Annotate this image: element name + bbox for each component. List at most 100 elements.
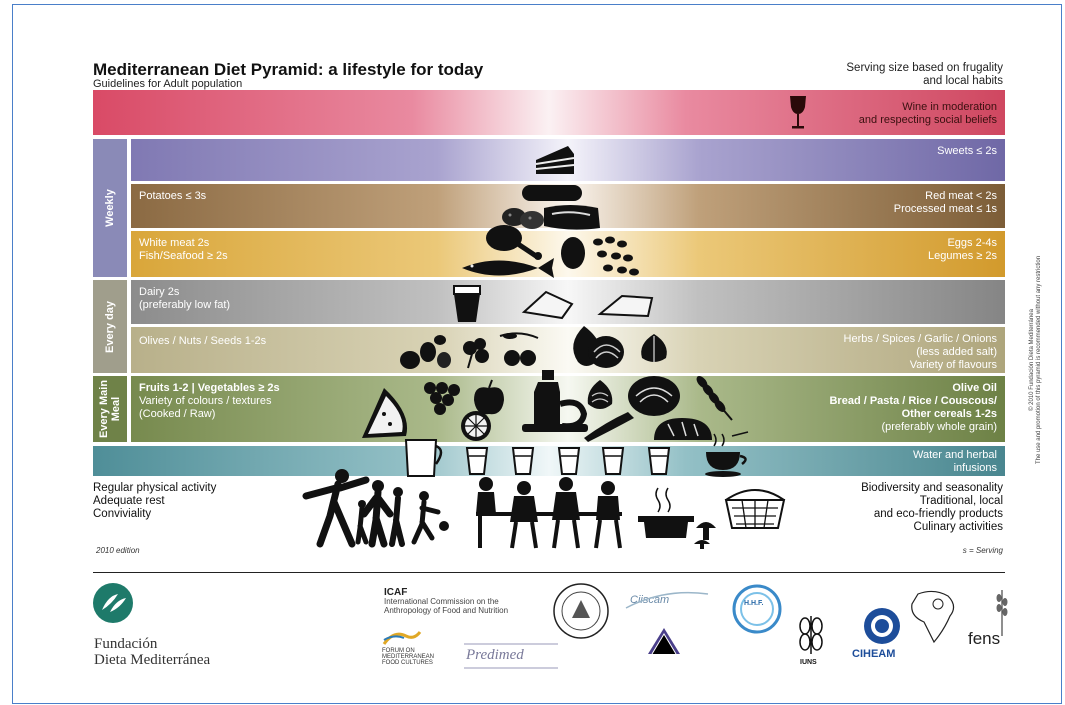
predimed-line-icon bbox=[464, 643, 558, 669]
olives-text: Olives / Nuts / Seeds 1-2s bbox=[139, 335, 267, 347]
artichoke-icon bbox=[587, 380, 613, 409]
oil-bottle-icon bbox=[522, 370, 588, 432]
nuts-icon bbox=[400, 335, 451, 369]
chicken-leg-icon bbox=[486, 225, 542, 260]
forum-line: FOOD CULTURES bbox=[382, 660, 433, 666]
cereals-line: Bread / Pasta / Rice / Couscous/ bbox=[829, 395, 997, 407]
wine-text: Wine in moderation and respecting social… bbox=[859, 101, 997, 127]
wine-line: Wine in moderation bbox=[902, 101, 997, 113]
copyright-line: The use and promotion of this pyramid is… bbox=[1036, 255, 1042, 465]
wine-line: and respecting social beliefs bbox=[858, 114, 997, 126]
olives-herbs-band: Olives / Nuts / Seeds 1-2s Herbs / Spice… bbox=[131, 327, 1005, 373]
poster-subtitle: Guidelines for Adult population bbox=[93, 78, 243, 90]
lifestyle-line: Culinary activities bbox=[913, 521, 1003, 533]
wheat-icon bbox=[696, 376, 733, 421]
processed-meat-line: Processed meat ≤ 1s bbox=[893, 203, 997, 215]
dairy-line: Dairy 2s bbox=[139, 286, 180, 298]
forum-line: MEDITERRANEAN bbox=[382, 654, 435, 660]
sausage-icon bbox=[522, 185, 582, 201]
footer-divider bbox=[93, 572, 1005, 573]
herbs-line: Variety of flavours bbox=[909, 359, 997, 371]
iuns-logo-text: IUNS bbox=[800, 659, 817, 666]
steak-icon bbox=[544, 205, 600, 230]
cereals-line: Other cereals 1-2s bbox=[901, 408, 997, 420]
herbs-line: (less added salt) bbox=[916, 346, 997, 358]
fdm-logo-icon bbox=[93, 583, 133, 623]
bread-icon bbox=[654, 418, 712, 440]
cheese-icon bbox=[597, 294, 654, 318]
fdm-logo-text: Fundación Dieta Mediterránea bbox=[94, 636, 210, 668]
water-text: Water and herbal infusions bbox=[913, 449, 997, 475]
red-meat-line: Red meat < 2s bbox=[925, 190, 997, 202]
herb-icon bbox=[463, 338, 489, 369]
yogurt-icon bbox=[453, 285, 481, 322]
lifestyle-line: Regular physical activity bbox=[93, 482, 217, 494]
wine-band: Wine in moderation and respecting social… bbox=[93, 90, 1005, 135]
icaf-line: International Commission on the bbox=[384, 597, 499, 606]
herbs-line: Herbs / Spices / Garlic / Onions bbox=[843, 333, 997, 345]
serving-size-note: Serving size based on frugality and loca… bbox=[846, 62, 1003, 88]
lifestyle-line: Adequate rest bbox=[93, 495, 165, 507]
dining-silhouette-icon bbox=[476, 477, 622, 549]
fdm-line: Fundación bbox=[94, 636, 158, 652]
weekly-label: Weekly bbox=[93, 139, 127, 277]
sweets-text: Sweets ≤ 2s bbox=[937, 145, 997, 157]
potato-icon bbox=[502, 208, 544, 229]
predimed-logo: Predimed bbox=[466, 647, 524, 663]
forum-line: FORUM ON bbox=[382, 648, 415, 654]
lifestyle-right-text: Biodiversity and seasonality Traditional… bbox=[861, 482, 1003, 534]
fruits-line: (Cooked / Raw) bbox=[139, 408, 216, 420]
white-meat-text: White meat 2s Fish/Seafood ≥ 2s bbox=[139, 237, 228, 263]
eggs-line: Eggs 2-4s bbox=[947, 237, 997, 249]
glass-icon bbox=[601, 447, 625, 475]
glass-icon bbox=[511, 447, 535, 475]
lifestyle-line: and eco-friendly products bbox=[873, 508, 1003, 520]
mushroom-icon bbox=[694, 522, 716, 549]
white-meat-line: White meat 2s bbox=[139, 237, 210, 249]
cooking-pot-icon bbox=[638, 487, 694, 538]
apple-icon bbox=[474, 379, 504, 415]
lifestyle-left-text: Regular physical activity Adequate rest … bbox=[93, 482, 216, 521]
africa-map-icon bbox=[911, 590, 955, 644]
fish-icon bbox=[462, 258, 554, 278]
every-main-meal-line: Every Main bbox=[98, 379, 110, 439]
herbs-text: Herbs / Spices / Garlic / Onions (less a… bbox=[844, 333, 997, 372]
poster-title: Mediterranean Diet Pyramid: a lifestyle … bbox=[93, 60, 484, 79]
ciheam-logo-icon bbox=[864, 608, 900, 644]
beans-icon bbox=[593, 236, 639, 276]
iuns-logo-icon bbox=[799, 616, 823, 654]
eggs-legumes-text: Eggs 2-4s Legumes ≥ 2s bbox=[928, 237, 997, 263]
fish-line: Fish/Seafood ≥ 2s bbox=[139, 250, 228, 262]
potatoes-text: Potatoes ≤ 3s bbox=[139, 190, 207, 202]
garlic-icon bbox=[641, 324, 667, 362]
water-line: infusions bbox=[953, 462, 997, 474]
onion-icon bbox=[573, 326, 624, 368]
every-day-text: Every day bbox=[104, 300, 116, 353]
fruits-text: Fruits 1-2 | Vegetables ≥ 2s Variety of … bbox=[139, 382, 280, 421]
cereals-line: (preferably whole grain) bbox=[881, 421, 997, 433]
watermelon-icon bbox=[362, 388, 408, 438]
grapes-icon bbox=[424, 382, 460, 415]
fruits-line: Variety of colours / textures bbox=[139, 395, 272, 407]
olive-oil-line: Olive Oil bbox=[952, 382, 997, 394]
leek-icon bbox=[584, 412, 634, 442]
serving-note-line: Serving size based on frugality bbox=[846, 62, 1003, 74]
hhf-logo-icon bbox=[732, 584, 782, 634]
every-main-meal-line: Meal bbox=[110, 396, 122, 422]
fruits-line: Fruits 1-2 | Vegetables ≥ 2s bbox=[139, 382, 280, 394]
pitcher-icon bbox=[404, 439, 443, 477]
glass-icon bbox=[647, 447, 671, 475]
lifestyle-line: Traditional, local bbox=[919, 495, 1003, 507]
university-seal-icon bbox=[553, 583, 609, 639]
dairy-text: Dairy 2s (preferably low fat) bbox=[139, 286, 230, 312]
weekly-text: Weekly bbox=[104, 189, 116, 227]
teacup-icon bbox=[705, 431, 749, 477]
fdm-line: Dieta Mediterránea bbox=[94, 652, 211, 668]
serving-note-line: and local habits bbox=[923, 75, 1003, 87]
every-day-label: Every day bbox=[93, 280, 127, 373]
fens-logo: fens bbox=[968, 629, 1001, 648]
